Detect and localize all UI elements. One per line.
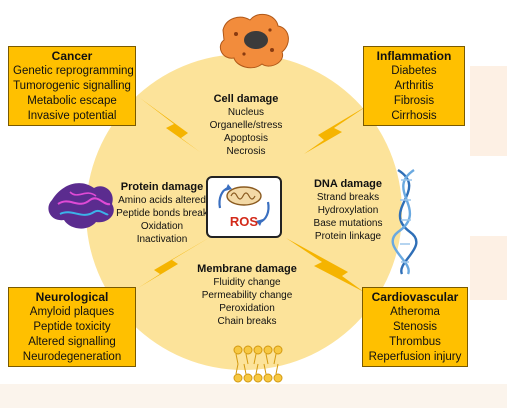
inflammation-box: Inflammation Diabetes Arthritis Fibrosis… [363,46,465,126]
protein-damage-item: Peptide bonds break [116,208,208,219]
dna-damage-item: Hydroxylation [317,205,379,216]
cancer-item: Genetic reprogramming [13,65,134,77]
bolt-icon [286,238,364,292]
membrane-damage-block: Membrane damage Fluidity change Permeabi… [190,262,304,328]
ros-center-box: ROS [206,176,282,238]
inflammation-item: Cirrhosis [391,110,437,122]
inflammation-item: Fibrosis [393,95,435,107]
dna-damage-item: Base mutations [313,218,383,229]
background-artifact [470,66,507,156]
protein-icon [48,183,114,229]
membrane-damage-item: Permeability change [201,290,293,301]
cancer-item: Invasive potential [27,110,117,122]
cancer-title: Cancer [51,49,93,63]
protein-damage-block: Protein damage Amino acids altered Pepti… [112,180,212,246]
cell-damage-item: Organelle/stress [209,120,283,131]
membrane-damage-item: Fluidity change [213,277,281,288]
cell-damage-item: Apoptosis [224,133,268,144]
ros-label: ROS [229,214,259,229]
cell-damage-item: Nucleus [227,107,265,118]
membrane-damage-item: Chain breaks [217,316,277,327]
cancer-box: Cancer Genetic reprogramming Tumorogenic… [8,46,136,126]
membrane-damage-title: Membrane damage [197,263,297,275]
dna-damage-block: DNA damage Strand breaks Hydroxylation B… [300,177,396,243]
cell-damage-title: Cell damage [213,93,279,105]
dna-damage-item: Protein linkage [314,231,382,242]
dna-damage-title: DNA damage [313,178,383,190]
neurological-item: Neurodegeneration [22,351,122,363]
neurological-box: Neurological Amyloid plaques Peptide tox… [8,287,136,367]
protein-damage-item: Inactivation [136,234,188,245]
lipid-icon [233,345,283,383]
mitochondrion-icon [218,184,270,226]
cancer-item: Metabolic escape [27,95,117,107]
neurological-title: Neurological [35,290,109,304]
cell-icon [219,13,289,69]
background-artifact [470,236,507,300]
membrane-damage-item: Peroxidation [219,303,275,314]
protein-damage-title: Protein damage [120,181,204,193]
bolt-icon [138,236,212,288]
cancer-item: Tumorogenic signalling [13,80,131,92]
cardiovascular-box: Cardiovascular Atheroma Stenosis Thrombu… [362,287,468,367]
protein-damage-item: Oxidation [140,221,184,232]
dna-icon [391,168,418,275]
cardiovascular-item: Reperfusion injury [368,351,462,363]
inflammation-title: Inflammation [376,49,452,63]
neurological-item: Altered signalling [28,336,116,348]
dna-damage-item: Strand breaks [316,192,380,203]
cardiovascular-item: Thrombus [389,336,441,348]
inflammation-item: Diabetes [391,65,437,77]
background-artifact [0,384,507,408]
neurological-item: Peptide toxicity [33,321,111,333]
protein-damage-item: Amino acids altered [118,195,206,206]
cardiovascular-item: Atheroma [390,306,440,318]
inflammation-item: Arthritis [394,80,434,92]
cell-damage-block: Cell damage Nucleus Organelle/stress Apo… [194,92,298,158]
neurological-item: Amyloid plaques [29,306,115,318]
cardiovascular-item: Stenosis [392,321,438,333]
cell-damage-item: Necrosis [226,146,266,157]
cardiovascular-title: Cardiovascular [371,290,459,304]
